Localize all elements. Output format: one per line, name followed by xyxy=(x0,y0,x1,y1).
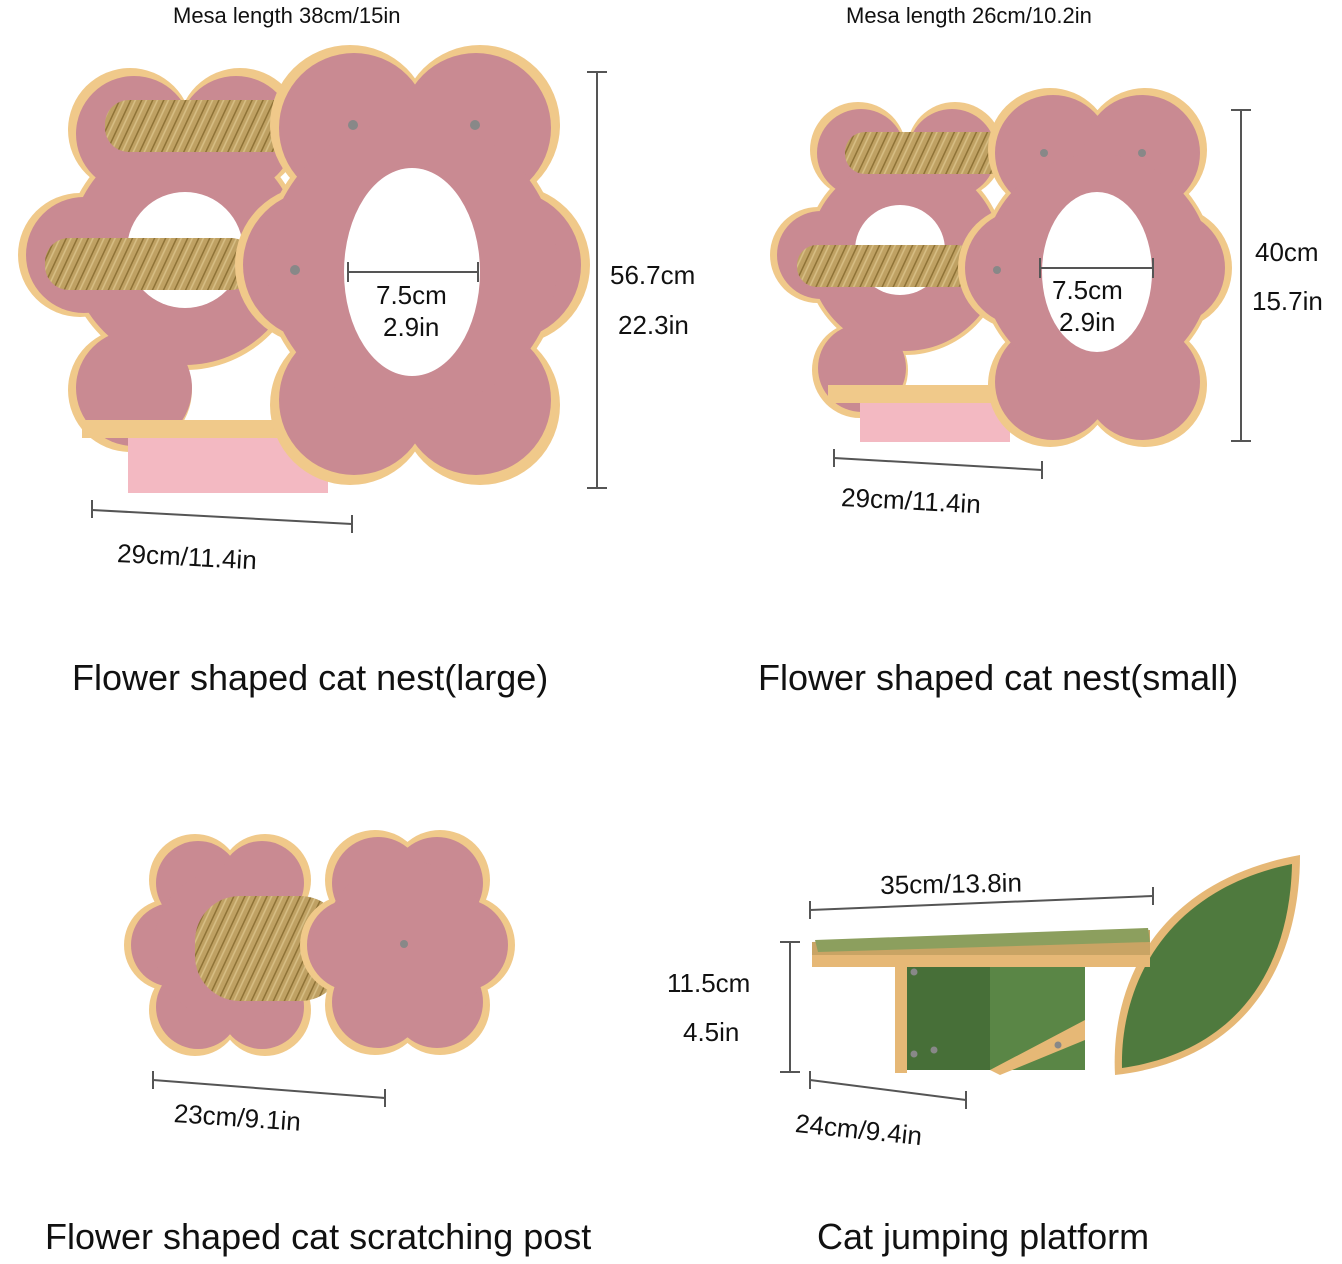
large-nest-rope-rod-middle xyxy=(45,238,255,290)
small-nest-hole-in: 2.9in xyxy=(1059,307,1116,337)
large-nest-height-in: 22.3in xyxy=(618,310,689,340)
scratching-post-front-flower xyxy=(300,830,515,1055)
small-nest-image xyxy=(770,88,1251,479)
large-nest-hole-cm: 7.5cm xyxy=(376,280,447,310)
jumping-platform-length: 35cm/13.8in xyxy=(880,867,1023,900)
small-nest-front-panel xyxy=(958,88,1232,447)
jumping-platform-image xyxy=(780,855,1300,1109)
scratching-post-caption: Flower shaped cat scratching post xyxy=(45,1216,592,1257)
small-nest-dimension-lines xyxy=(833,109,1251,479)
small-nest-height-cm: 40cm xyxy=(1255,237,1319,267)
small-nest-mesa-length: Mesa length 26cm/10.2in xyxy=(846,3,1092,28)
large-nest-mesa-length: Mesa length 38cm/15in xyxy=(173,3,401,28)
jumping-platform-dimension-lines xyxy=(780,887,1154,1109)
large-nest-rope-rod-top xyxy=(105,100,305,152)
small-nest-hole-cm: 7.5cm xyxy=(1052,275,1123,305)
large-nest-caption: Flower shaped cat nest(large) xyxy=(72,657,549,698)
small-nest-rope-rod-top xyxy=(845,132,1020,174)
jumping-platform-height-in: 4.5in xyxy=(683,1017,740,1047)
jumping-platform-height-cm: 11.5cm xyxy=(667,968,751,998)
large-nest-hole-in: 2.9in xyxy=(383,312,440,342)
scratching-post-image xyxy=(124,830,515,1107)
large-nest-height-cm: 56.7cm xyxy=(610,260,696,290)
small-nest-caption: Flower shaped cat nest(small) xyxy=(758,657,1239,698)
jumping-platform-caption: Cat jumping platform xyxy=(817,1216,1150,1257)
large-nest-image xyxy=(18,45,607,533)
large-nest-dimension-lines xyxy=(91,71,607,533)
small-nest-rope-rod-middle xyxy=(797,245,977,287)
large-nest-front-panel xyxy=(235,45,590,485)
scratching-post-dimension-line xyxy=(152,1071,386,1107)
small-nest-height-in: 15.7in xyxy=(1252,286,1323,316)
